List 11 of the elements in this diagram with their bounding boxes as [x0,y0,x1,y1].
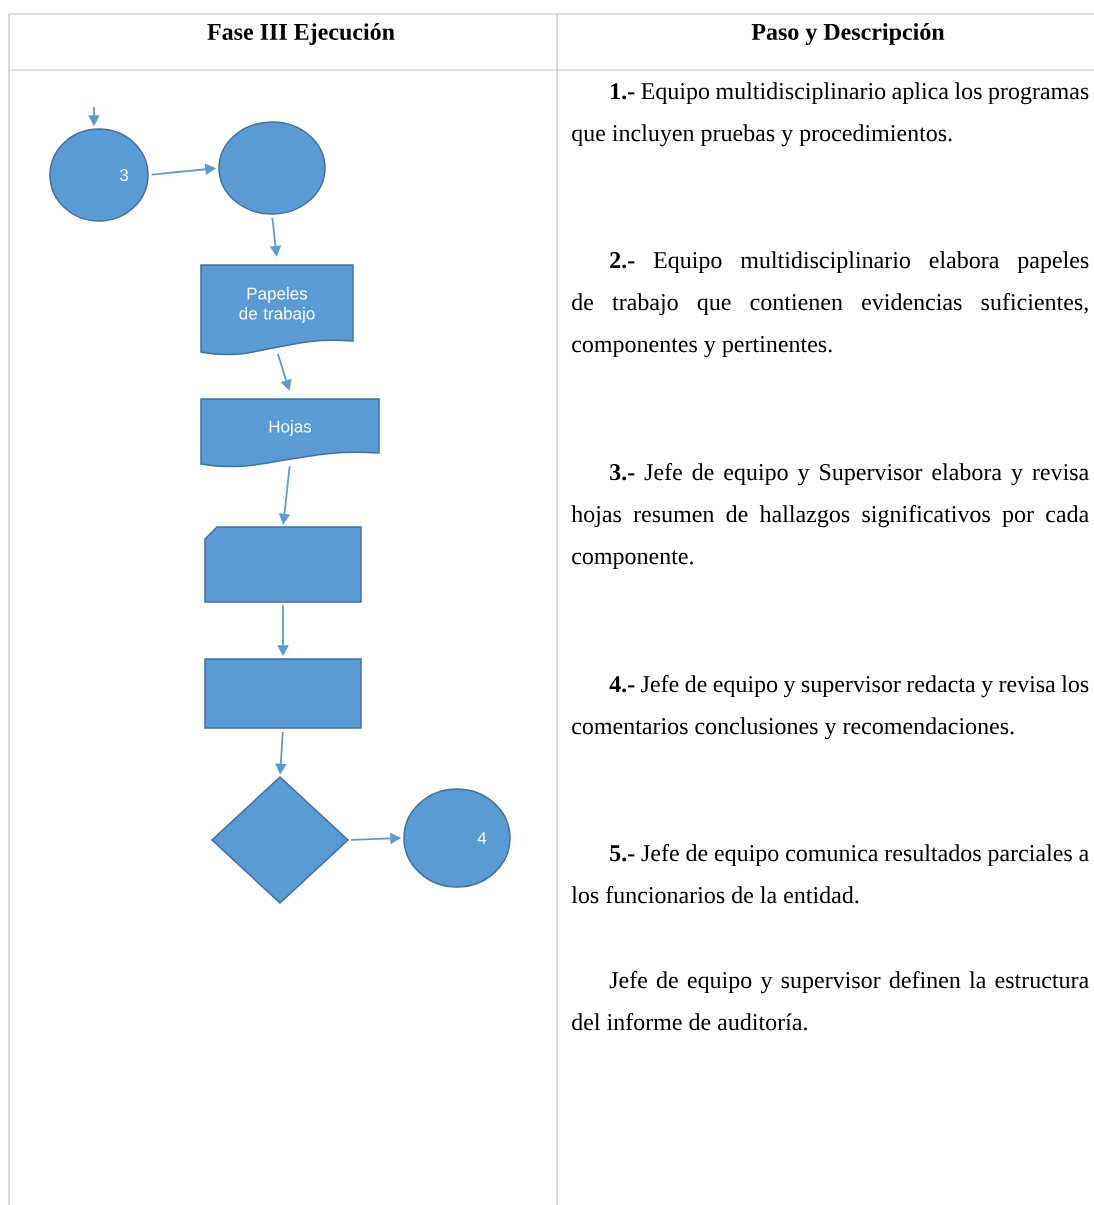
process-box [204,658,362,729]
step-description: Jefe de equipo y supervisor definen la estructura del informe de auditoría. [572,971,1089,1031]
column-header: Fase III Ejecución [207,23,395,45]
step-description: 4.- Jefe de equipo y supervisor redacta y revisa los comentarios conclusiones y recomendaciones. [572,675,1089,740]
connector-circle [218,121,326,215]
process-box [204,526,362,603]
column-header: Paso y Descripción [751,23,945,45]
step-description: 3.- Jefe de equipo y Supervisor elabora y revisa hojas resumen de hallazgos significativos por cada componente. [571,463,1089,570]
step-description: 1.- Equipo multidisciplinario aplica los programas que incluyen pruebas y procedimientos. [572,82,1089,147]
step-description: 5.- Jefe de equipo comunica resultados parciales a los funcionarios de la entidad. [571,844,1089,904]
step-description: 2.- Equipo multidisciplinario elabora papeles de trabajo que contienen evidencias suficientes, componentes y pertinentes. [572,251,1089,358]
